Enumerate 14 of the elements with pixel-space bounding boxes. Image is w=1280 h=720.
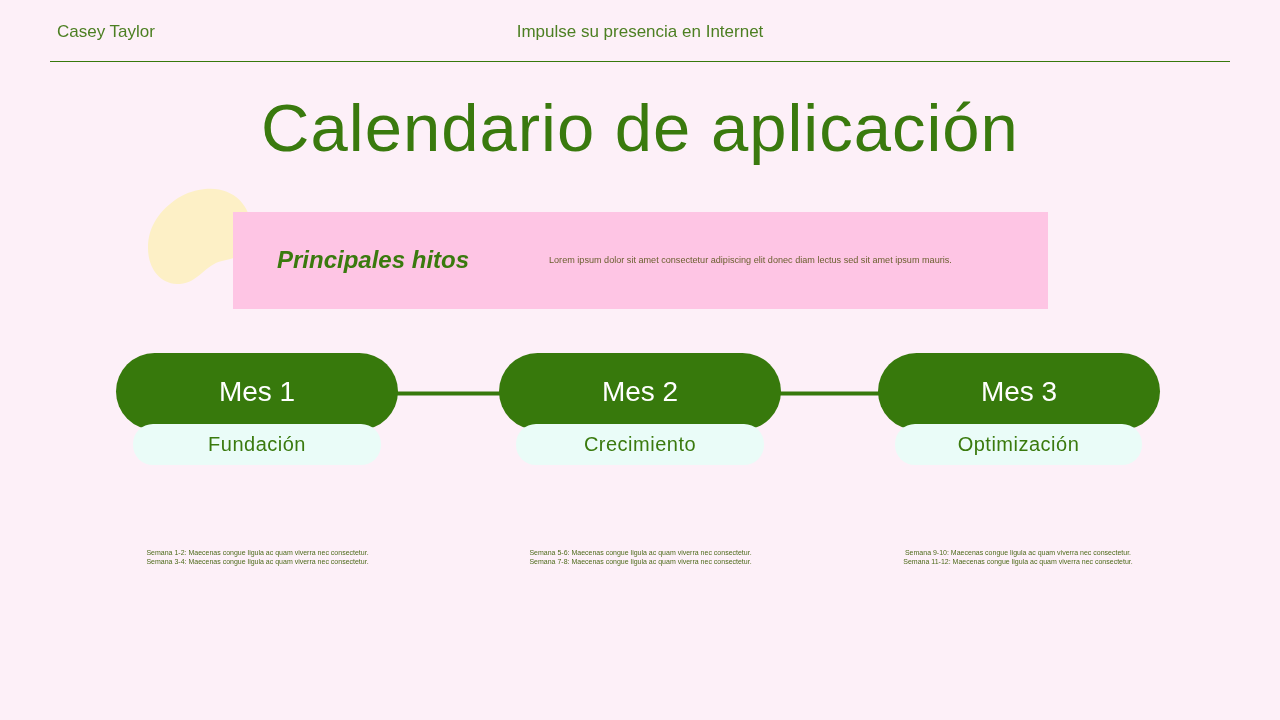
phase-pill: Crecimiento xyxy=(516,424,764,465)
header-subtitle: Impulse su presencia en Internet xyxy=(515,22,765,42)
milestone-banner xyxy=(233,212,1048,309)
banner-heading: Principales hitos xyxy=(277,246,470,274)
connector-line xyxy=(779,391,880,396)
title: Calendario de aplicación xyxy=(260,89,1020,167)
banner-text: Lorem ipsum dolor sit amet consectetur adipiscing elit donec diam lectus sed sit amet ipsum mauris. xyxy=(549,255,953,265)
phase-pill: Fundación xyxy=(133,424,381,465)
month-pill: Mes 2 xyxy=(499,353,781,430)
month-pill: Mes 3 xyxy=(878,353,1160,430)
phase-pill: Optimización xyxy=(895,424,1142,465)
month-pill: Mes 1 xyxy=(116,353,398,430)
author-name: Casey Taylor xyxy=(57,22,155,42)
connector-line xyxy=(396,391,501,396)
